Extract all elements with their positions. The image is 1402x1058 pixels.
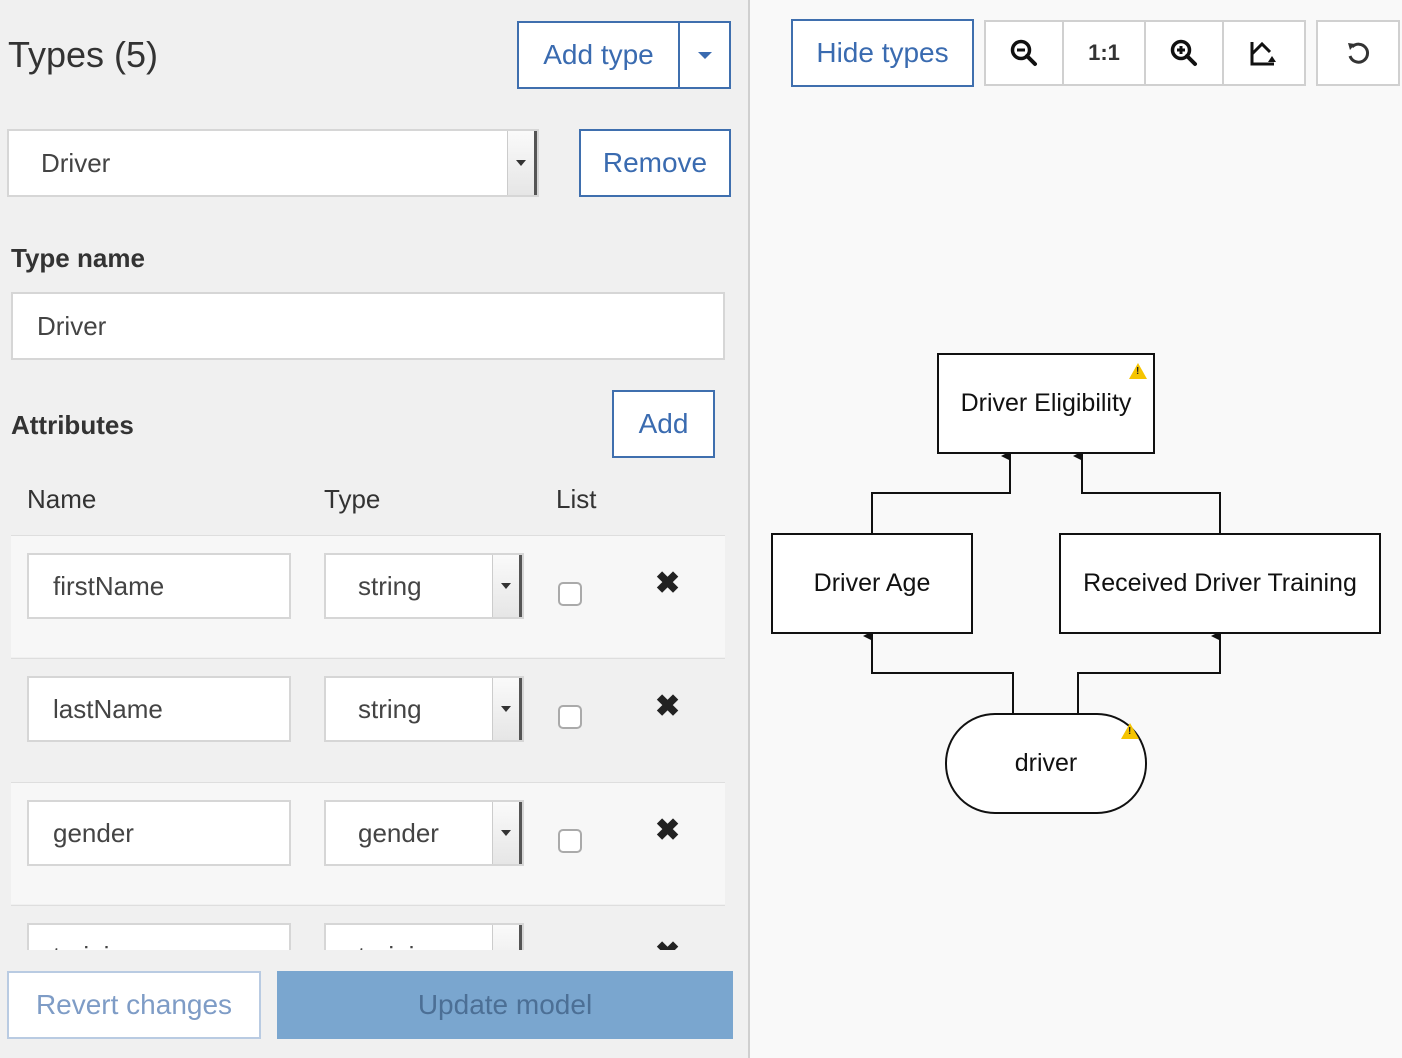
remove-label: Remove — [602, 147, 708, 178]
zoom-out-button[interactable] — [984, 20, 1064, 86]
attribute-list-checkbox[interactable] — [558, 582, 582, 606]
attribute-type-select[interactable]: string — [324, 676, 524, 742]
attribute-name-value: lastName — [53, 693, 163, 724]
attribute-name-value: firstName — [53, 570, 165, 601]
add-attribute-button[interactable]: Add — [612, 390, 715, 458]
delete-attribute-icon[interactable]: ✖ — [655, 814, 681, 847]
attribute-name-input[interactable]: training — [27, 923, 291, 950]
attribute-row: training training ✖ — [11, 905, 725, 950]
zoom-reset-button[interactable]: 1:1 — [1062, 20, 1146, 86]
attributes-list: firstName string ✖ lastName string ✖ gen… — [0, 0, 748, 950]
chevron-down-icon — [697, 51, 712, 59]
edge-driver-to-training — [1077, 631, 1221, 713]
decision-node-driver-eligibility[interactable]: Driver Eligibility ! — [937, 353, 1155, 454]
attribute-list-checkbox[interactable] — [558, 829, 582, 853]
fit-to-screen-button[interactable] — [1222, 20, 1306, 86]
column-header-list: List — [556, 484, 597, 514]
attribute-type-select[interactable]: gender — [324, 800, 524, 866]
type-name-label: Type name — [11, 243, 145, 273]
diagram-panel: Hide types 1:1 — [752, 0, 1402, 1058]
hide-types-button[interactable]: Hide types — [791, 19, 974, 87]
warning-icon: ! — [1121, 723, 1139, 739]
dropdown-arrow-icon — [492, 925, 522, 950]
revert-label: Revert changes — [35, 989, 233, 1020]
types-title: Types (5) — [8, 34, 159, 75]
diagram-connections — [863, 451, 1221, 713]
dropdown-arrow-icon — [492, 555, 522, 617]
attribute-type-value: training — [358, 941, 443, 951]
type-select[interactable]: Driver — [7, 129, 539, 197]
attribute-name-value: training — [53, 941, 138, 951]
zoom-in-icon — [1170, 39, 1197, 66]
add-type-button[interactable]: Add type — [517, 21, 680, 89]
warning-icon: ! — [1129, 363, 1147, 379]
attribute-name-input[interactable]: lastName — [27, 676, 291, 742]
attribute-name-value: gender — [53, 817, 134, 848]
input-node-driver[interactable]: driver ! — [945, 713, 1147, 814]
dropdown-arrow-icon — [492, 802, 522, 864]
attribute-type-value: string — [358, 570, 422, 601]
node-label: Driver Eligibility — [960, 389, 1132, 417]
add-attribute-label: Add — [638, 408, 689, 439]
node-label: driver — [1014, 749, 1078, 777]
decision-node-driver-age[interactable]: Driver Age — [771, 533, 973, 634]
type-name-value: Driver — [37, 310, 107, 341]
attribute-name-input[interactable]: gender — [27, 800, 291, 866]
type-name-input[interactable]: Driver — [11, 292, 725, 360]
fit-to-screen-icon — [1250, 41, 1276, 66]
attribute-name-input[interactable]: firstName — [27, 553, 291, 619]
remove-type-button[interactable]: Remove — [579, 129, 731, 197]
add-type-label: Add type — [543, 39, 654, 70]
dropdown-arrow-icon — [507, 131, 537, 195]
types-panel: Types (5) Add type Driver Remove Type na… — [0, 0, 750, 1058]
node-label: Received Driver Training — [1083, 569, 1357, 597]
node-label: Driver Age — [813, 569, 931, 597]
edge-training-to-eligibility — [1073, 451, 1221, 533]
attribute-list-checkbox[interactable] — [558, 705, 582, 729]
delete-attribute-icon[interactable]: ✖ — [655, 936, 680, 950]
revert-changes-button[interactable]: Revert changes — [7, 971, 261, 1039]
column-header-type: Type — [324, 484, 381, 514]
edge-driver-to-age — [863, 631, 1014, 713]
delete-attribute-icon[interactable]: ✖ — [655, 567, 681, 600]
undo-icon — [1348, 42, 1370, 64]
attribute-row: gender gender ✖ — [11, 782, 725, 904]
attribute-type-value: string — [358, 693, 422, 724]
dropdown-arrow-icon — [492, 678, 522, 740]
attribute-type-value: gender — [358, 817, 439, 848]
update-model-button[interactable]: Update model — [277, 971, 733, 1039]
attribute-type-select[interactable]: training — [324, 923, 524, 950]
attributes-label: Attributes — [11, 410, 134, 440]
decision-node-received-driver-training[interactable]: Received Driver Training — [1059, 533, 1381, 634]
undo-button[interactable] — [1316, 20, 1400, 86]
attribute-row: lastName string ✖ — [11, 658, 725, 780]
attribute-row: firstName string ✖ — [11, 535, 725, 657]
delete-attribute-icon[interactable]: ✖ — [655, 690, 681, 723]
column-header-name: Name — [27, 484, 97, 514]
zoom-reset-label: 1:1 — [1088, 40, 1120, 65]
attribute-type-select[interactable]: string — [324, 553, 524, 619]
zoom-out-icon — [1010, 39, 1037, 66]
add-type-dropdown-toggle[interactable] — [678, 21, 731, 89]
hide-types-label: Hide types — [816, 37, 949, 68]
edge-age-to-eligibility — [871, 451, 1011, 533]
update-label: Update model — [417, 989, 593, 1020]
type-select-value: Driver — [41, 147, 111, 178]
